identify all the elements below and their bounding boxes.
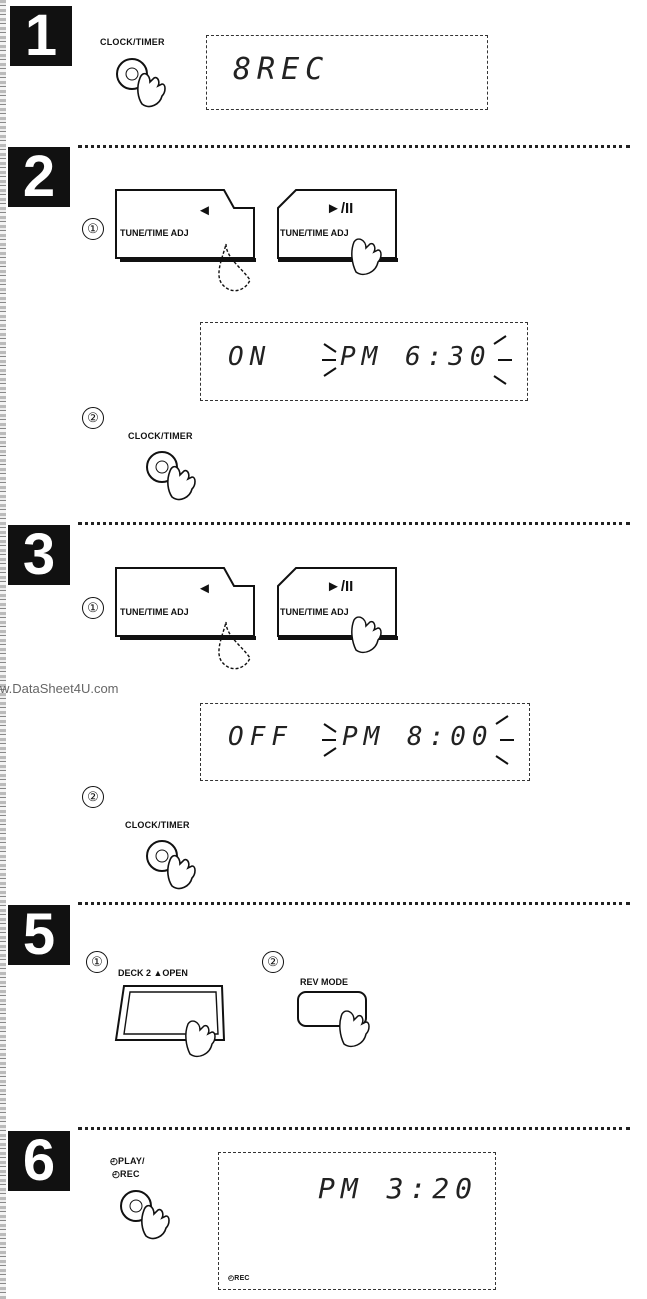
tune-up-key-icon[interactable] xyxy=(276,188,426,308)
step-number-6: 6 xyxy=(8,1131,70,1191)
clock-timer-button-press-icon[interactable] xyxy=(140,834,220,894)
tune-down-label: TUNE/TIME ADJ xyxy=(120,607,189,617)
tune-up-label: TUNE/TIME ADJ xyxy=(280,607,349,617)
tune-down-key-icon[interactable] xyxy=(114,566,274,686)
tune-down-arrow: ◄ xyxy=(197,202,212,219)
clock-timer-label: CLOCK/TIMER xyxy=(125,820,190,830)
substep-1-marker: ① xyxy=(82,597,104,619)
watermark: w.DataSheet4U.com xyxy=(0,681,119,696)
substep-2-marker: ② xyxy=(262,951,284,973)
clock-timer-button-press-icon[interactable] xyxy=(110,52,190,112)
deck2-open-button-icon[interactable] xyxy=(110,980,250,1080)
blink-indicator-icon xyxy=(322,715,514,765)
display-panel-1 xyxy=(206,35,488,110)
clock-timer-label: CLOCK/TIMER xyxy=(128,431,193,441)
tune-up-arrow: ►/II xyxy=(326,578,354,595)
page-edge xyxy=(0,0,6,1299)
display-time-6: PM 3:20 xyxy=(318,1172,479,1205)
rec-indicator: ◴REC xyxy=(228,1275,250,1282)
divider xyxy=(78,145,630,148)
step-number-5: 5 xyxy=(8,905,70,965)
rev-mode-button-icon[interactable] xyxy=(296,990,416,1090)
display-time-3: PM 8:00 xyxy=(342,722,494,752)
step-number-2: 2 xyxy=(8,147,70,207)
step-number-3: 3 xyxy=(8,525,70,585)
display-text-1: 8REC xyxy=(233,52,330,87)
clock-timer-button-press-icon[interactable] xyxy=(140,445,220,505)
clock-timer-label: CLOCK/TIMER xyxy=(100,37,165,47)
display-panel-6 xyxy=(218,1152,496,1290)
tune-down-label: TUNE/TIME ADJ xyxy=(120,228,189,238)
divider xyxy=(78,1127,630,1130)
substep-1-marker: ① xyxy=(82,218,104,240)
deck2-open-label: DECK 2 ▲OPEN xyxy=(118,968,188,978)
play-rec-label-line1: ◴PLAY/ xyxy=(110,1156,145,1166)
rev-mode-label: REV MODE xyxy=(300,977,349,987)
divider xyxy=(78,902,630,905)
blink-indicator-icon xyxy=(322,335,512,385)
tune-down-arrow: ◄ xyxy=(197,580,212,597)
display-off: OFF xyxy=(228,722,293,752)
display-time-2: PM 6:30 xyxy=(340,342,492,372)
tune-up-arrow: ►/II xyxy=(326,200,354,217)
play-rec-label-line2: ◴REC xyxy=(112,1169,140,1179)
play-rec-button-press-icon[interactable] xyxy=(114,1184,194,1244)
display-panel-3 xyxy=(200,703,530,781)
substep-1-marker: ① xyxy=(86,951,108,973)
step-number-1: 1 xyxy=(10,6,72,66)
tune-down-key-icon[interactable] xyxy=(114,188,274,308)
tune-up-label: TUNE/TIME ADJ xyxy=(280,228,349,238)
tune-up-key-icon[interactable] xyxy=(276,566,426,686)
substep-2-marker: ② xyxy=(82,786,104,808)
substep-2-marker: ② xyxy=(82,407,104,429)
display-on: ON xyxy=(228,342,272,372)
divider xyxy=(78,522,630,525)
display-panel-2 xyxy=(200,322,528,401)
